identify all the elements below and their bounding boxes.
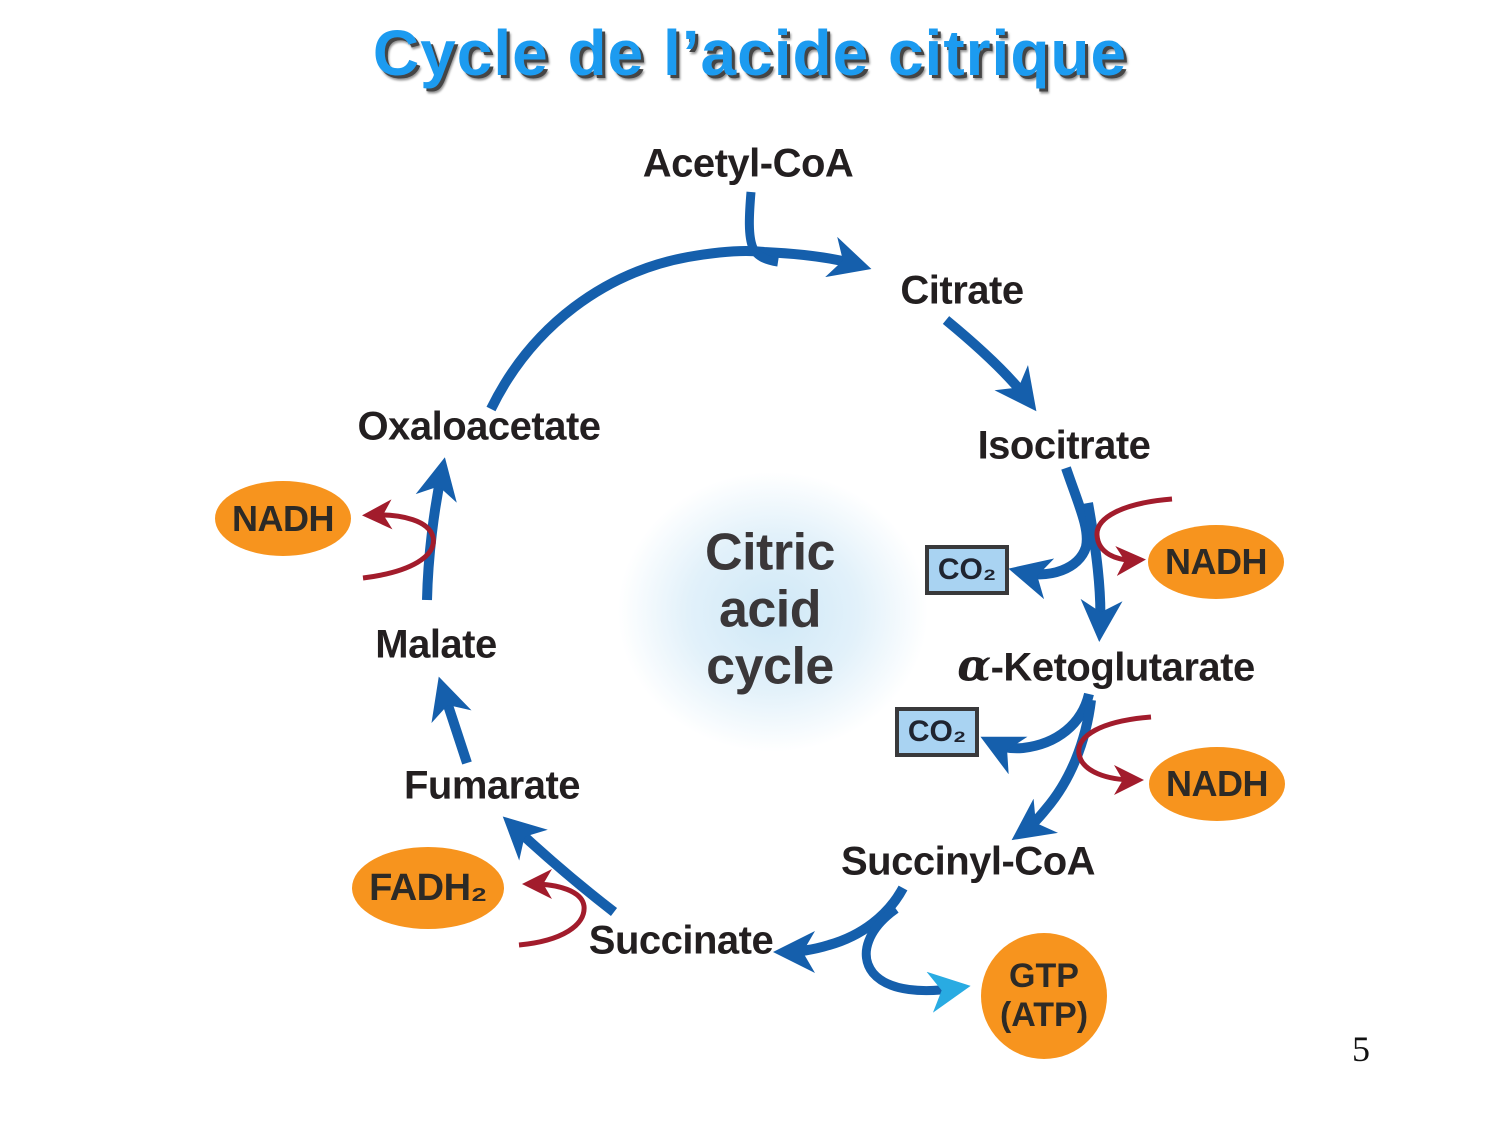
node-alpha-ketoglutarate: α-Ketoglutarate xyxy=(957,641,1255,692)
node-succinate: Succinate xyxy=(588,918,774,963)
arrow-citrate-to-isocitrate xyxy=(942,316,1037,412)
arrow-isocitrate-to-co2 xyxy=(1008,466,1092,600)
arrow-isocitrate-to-ketoglutarate xyxy=(1080,502,1123,642)
node-isocitrate: Isocitrate xyxy=(977,423,1151,468)
node-malate: Malate xyxy=(375,622,497,667)
arrow-fumarate-to-malate xyxy=(431,676,472,765)
node-oxaloacetate: Oxaloacetate xyxy=(357,404,601,449)
arrow-ketoglutarate-to-co2 xyxy=(980,692,1094,775)
cycle-center-label: Citric acid cycle xyxy=(705,523,835,696)
nadh-badge-malate: NADH xyxy=(215,481,351,556)
nadh-badge-isocitrate: NADH xyxy=(1148,525,1284,599)
arrow-succinate-to-fumarate xyxy=(502,816,618,916)
cycle-center-line1: Citric xyxy=(705,523,835,582)
node-succinyl-coa: Succinyl-CoA xyxy=(840,839,1096,884)
cycle-center-line3: cycle xyxy=(706,637,834,696)
node-acetyl-coa: Acetyl-CoA xyxy=(642,141,854,186)
cycle-center-line2: acid xyxy=(718,580,822,639)
arrow-oxaloacetate-to-citrate xyxy=(486,236,872,412)
node-fumarate: Fumarate xyxy=(403,763,581,808)
gtp-line1: GTP xyxy=(1009,957,1079,995)
arrow-red-nadh-malate xyxy=(362,499,436,581)
nadh-badge-ketoglutarate: NADH xyxy=(1149,747,1285,821)
node-citrate: Citrate xyxy=(900,268,1024,313)
alpha-symbol: α xyxy=(957,640,991,692)
gtp-atp-badge: GTP (ATP) xyxy=(981,933,1107,1059)
gtp-line2: (ATP) xyxy=(999,996,1089,1034)
arrow-red-nadh-ketoglutarate xyxy=(1076,714,1152,795)
fadh2-badge: FADH₂ xyxy=(352,847,504,929)
slide-title: Cycle de l’acide citrique xyxy=(372,17,1128,89)
co2-box-isocitrate: CO₂ xyxy=(925,545,1009,595)
arrow-red-nadh-isocitrate xyxy=(1094,496,1173,576)
page-number: 5 xyxy=(1352,1029,1370,1069)
arrow-ketoglutarate-to-succinylcoa xyxy=(1011,699,1096,841)
arrow-red-fadh2 xyxy=(518,869,587,948)
co2-box-ketoglutarate: CO₂ xyxy=(895,707,979,757)
ketoglutarate-text: -Ketoglutarate xyxy=(990,645,1256,690)
center-glow xyxy=(618,472,928,752)
arrow-acetylcoa-stem xyxy=(744,191,779,267)
arrow-branch-to-gtp xyxy=(861,905,971,1013)
arrow-succinylcoa-to-succinate xyxy=(773,885,908,973)
